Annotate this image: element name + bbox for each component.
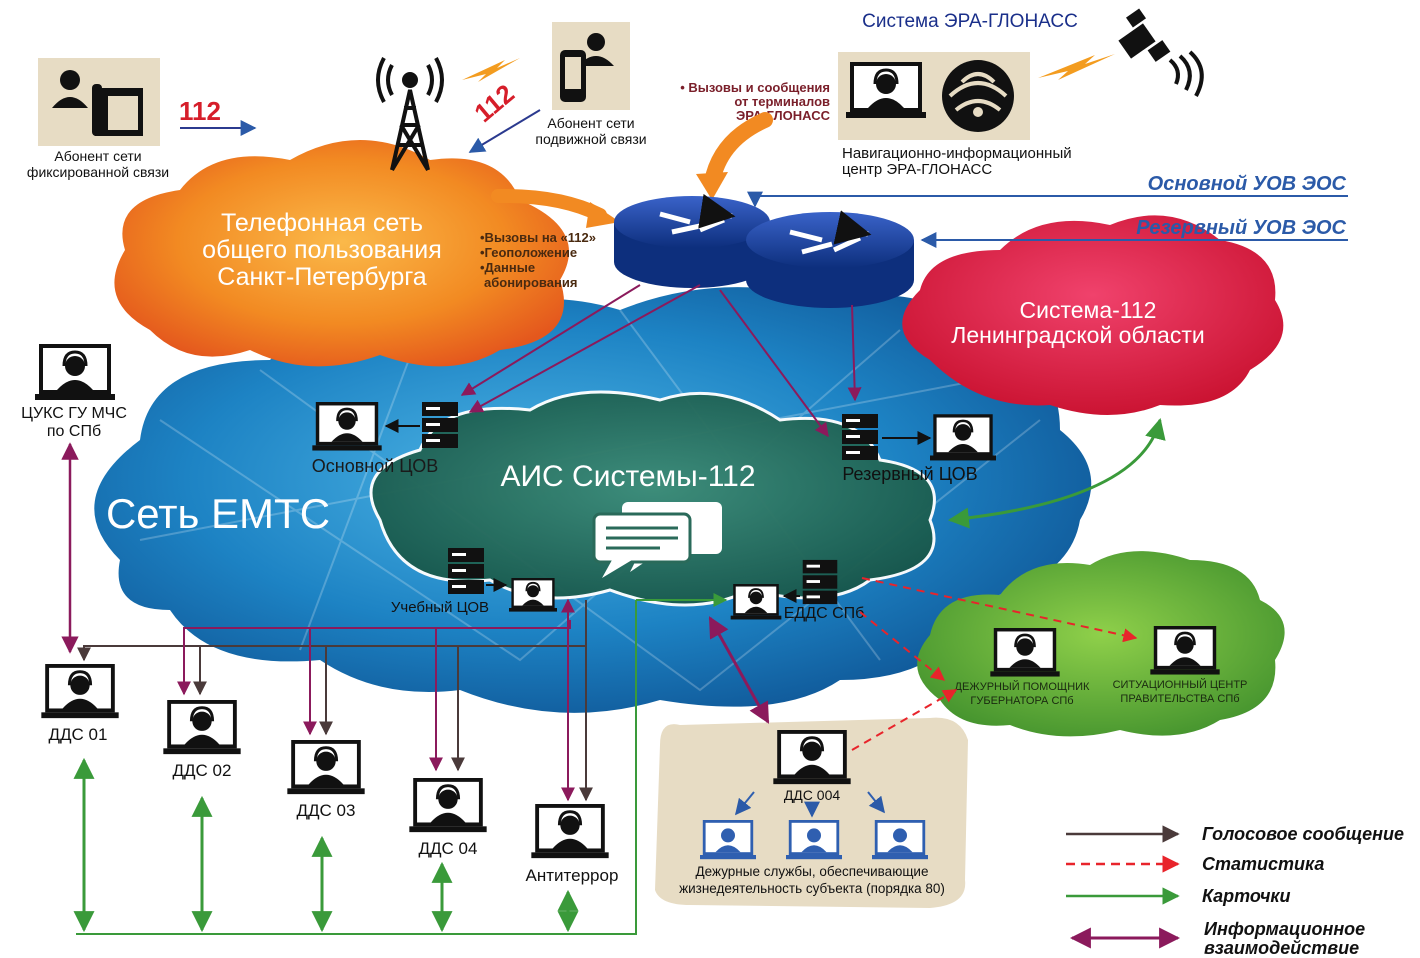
pstn-data-label-1: •Вызовы на «112»: [480, 230, 596, 245]
tsuks-label-2: по СПб: [47, 423, 101, 440]
duty-label-2: жизнедеятельность субъекта (порядка 80): [679, 881, 945, 896]
tower-icon: [376, 57, 444, 172]
lo-label-1: Система-112: [1020, 297, 1157, 323]
legend-voice-label: Голосовое сообщение: [1202, 824, 1404, 844]
signal-bolt-icon-2: [1038, 54, 1115, 80]
situation-label-2: ПРАВИТЕЛЬСТВА СПб: [1120, 693, 1239, 705]
pstn-label-2: общего пользования: [202, 236, 442, 264]
main-tsov-label: Основной ЦОВ: [312, 456, 438, 476]
router-icon-main: [614, 196, 770, 288]
main-uov-label: Основной УОВ ЭОС: [1148, 173, 1347, 195]
nav-center-label-1: Навигационно-информационный: [842, 145, 1072, 162]
antiterror-operator-icon: [530, 804, 610, 861]
ais-cloud: [369, 390, 936, 607]
edds-label: ЕДДС СПб: [784, 605, 865, 622]
cards-bus: [73, 593, 728, 935]
pstn-label-3: Санкт-Петербурга: [217, 263, 427, 291]
stats-arrow-dds004: [851, 689, 958, 751]
legend-cards-label: Карточки: [1202, 886, 1291, 906]
legend-stats-label: Статистика: [1202, 854, 1324, 874]
reserve-tsov-operator-icon: [930, 414, 996, 463]
ais-label: АИС Системы-112: [500, 460, 755, 493]
reserve-tsov-label: Резервный ЦОВ: [842, 464, 977, 484]
pstn-label-1: Телефонная сеть: [221, 209, 423, 237]
mobile-subscriber: Абонент сети подвижной связи: [535, 22, 647, 147]
chat-icon: [592, 502, 722, 578]
training-tsov-label: Учебный ЦОВ: [391, 599, 489, 616]
legend-info-label-1: Информационное: [1204, 919, 1365, 939]
nav-center: Навигационно-информационный центр ЭРА-ГЛ…: [838, 52, 1072, 178]
router-icon-reserve: [746, 212, 914, 308]
reserve-tsov-server-icon: [842, 414, 878, 460]
dds01-operator-icon: [40, 664, 120, 721]
lo-cloud: [902, 215, 1284, 415]
main-uov-arrow: [747, 191, 1348, 208]
stats-arrow-governor: [859, 611, 946, 681]
pstn-cloud: [114, 140, 570, 367]
situation-label-1: СИТУАЦИОННЫЙ ЦЕНТР: [1113, 678, 1248, 691]
nav-center-label-2: центр ЭРА-ГЛОНАСС: [842, 161, 992, 178]
phone-icon: [92, 84, 143, 136]
dds004-label: ДДС 004: [784, 787, 841, 803]
mobile-subscriber-label-2: подвижной связи: [535, 131, 646, 147]
legend-info-label-2: взаимодействие: [1204, 938, 1359, 958]
pstn-data-label-2: •Геоположение: [480, 245, 577, 260]
governor-cloud: [917, 551, 1285, 737]
era-calls-label-2: от терминалов: [734, 94, 830, 109]
call-112-fixed: 112: [179, 96, 221, 126]
edds-dds004-arrow: [708, 616, 770, 724]
emts-label: Сеть ЕМТС: [106, 490, 330, 537]
edds-operator-icon: [730, 584, 782, 621]
antiterror-label: Антитеррор: [526, 866, 619, 885]
signal-bolt-icon: [462, 58, 520, 82]
dds02-operator-icon: [162, 700, 242, 757]
duty-service-icon-3: [872, 820, 928, 861]
governor-operator-icon: [990, 628, 1060, 679]
dds04-operator-icon: [408, 778, 488, 835]
dds04-label: ДДС 04: [419, 839, 478, 858]
stats-arrow-situation: [861, 577, 1138, 643]
dds02-label: ДДС 02: [173, 761, 232, 780]
duty-service-icon-1: [700, 820, 756, 861]
lo-label-2: Ленинградской области: [951, 322, 1204, 348]
voice-links: [77, 598, 593, 802]
duty-service-icon-2: [786, 820, 842, 861]
pstn-data-label-3: •Данные: [480, 260, 535, 275]
fixed-subscriber-label-1: Абонент сети: [54, 148, 141, 164]
people-icon: [578, 33, 614, 66]
operator-icon: [846, 62, 926, 120]
satellite-icon: [1118, 8, 1204, 97]
era-calls-label-1: • Вызовы и сообщения: [680, 80, 830, 95]
tsuks-operator-icon: [35, 344, 115, 402]
tsuks-label-1: ЦУКС ГУ МЧС: [21, 405, 127, 422]
call-112-mobile: 112: [469, 78, 520, 128]
duty-label-1: Дежурные службы, обеспечивающие: [696, 864, 929, 879]
governor-label-2: ГУБЕРНАТОРА СПб: [970, 695, 1073, 707]
legend: Голосовое сообщение Статистика Карточки …: [1066, 824, 1404, 958]
pstn-data-label-4: абонирования: [484, 275, 577, 290]
training-tsov-server-icon: [448, 548, 484, 594]
diagram-title: Система ЭРА-ГЛОНАСС: [862, 11, 1078, 32]
dds03-operator-icon: [286, 740, 366, 797]
training-tsov-operator-icon: [508, 578, 558, 613]
main-tsov-operator-icon: [312, 402, 382, 453]
governor-label-1: ДЕЖУРНЫЙ ПОМОЩНИК: [955, 680, 1090, 693]
situation-operator-icon: [1150, 626, 1220, 677]
reserve-uov-label: Резервный УОВ ЭОС: [1136, 217, 1346, 239]
dds01-label: ДДС 01: [49, 725, 108, 744]
fixed-subscriber-label-2: фиксированной связи: [27, 164, 169, 180]
mobile-to-tower-arrow: [468, 109, 541, 153]
people-icon: [52, 70, 88, 108]
main-tsov-server-icon: [422, 402, 458, 448]
mobile-subscriber-label-1: Абонент сети: [547, 115, 634, 131]
edds-server-icon: [802, 559, 838, 605]
globe-icon: [942, 60, 1014, 132]
dds004-operator-icon: [772, 730, 852, 787]
lo-link-arrow: [947, 417, 1166, 529]
fixed-subscriber: Абонент сети фиксированной связи: [27, 58, 169, 180]
dds03-label: ДДС 03: [297, 801, 356, 820]
